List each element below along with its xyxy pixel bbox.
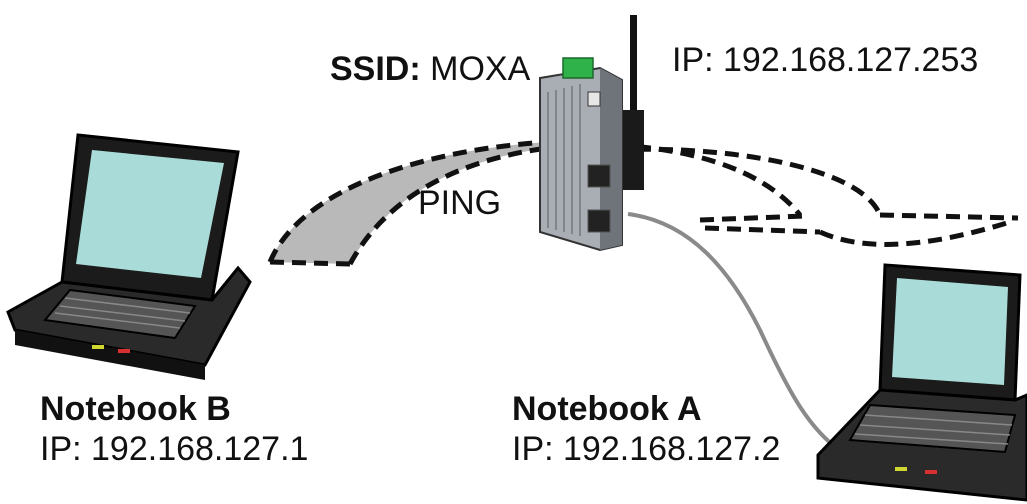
notebook-b-laptop-icon (6, 133, 252, 380)
notebook-b-name: Notebook B (40, 390, 231, 428)
ping-beam (267, 139, 549, 267)
ap-ip-label: IP: 192.168.127.253 (672, 41, 979, 79)
notebook-b-ip: IP: 192.168.127.1 (40, 430, 309, 468)
wireless-access-point-icon (539, 15, 644, 252)
ssid-value: MOXA (430, 50, 531, 88)
notebook-a-name: Notebook A (512, 390, 702, 428)
ssid-label: SSID: MOXA (330, 52, 530, 86)
ping-label: PING (418, 184, 502, 222)
ssid-key: SSID: (330, 50, 421, 88)
notebook-a-laptop-icon (816, 263, 1027, 502)
notebook-a-ip: IP: 192.168.127.2 (512, 430, 781, 468)
ethernet-cable (627, 212, 844, 454)
